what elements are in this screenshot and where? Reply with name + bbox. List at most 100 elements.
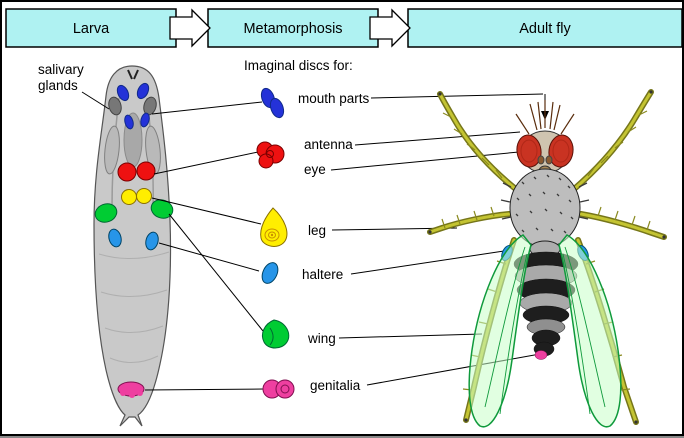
imaginal-disc-column [256,87,295,399]
mouth-parts-label: mouth parts [298,91,370,106]
stage-label-larva: Larva [73,21,110,37]
genitalia-disc-fold [280,384,290,394]
larva-disc-leg-yellow [121,188,152,205]
mouth-parts-disc-icon [260,87,285,119]
fly-eye-facets [552,139,570,163]
connector-eye-to-fly [330,151,520,171]
imaginal-discs-heading: Imaginal discs for: [244,58,353,73]
leg-disc-whorl [264,228,280,242]
fly-thorax [509,168,581,248]
fly-leg-claw [428,230,432,234]
wing-disc-icon [261,319,290,349]
wing-label: wing [307,331,336,346]
haltere-label: haltere [302,267,343,282]
fly-wing-right [558,234,622,428]
wing-disc-shape [261,319,290,349]
larva-cephalic-lobe-left [108,96,122,116]
connector-larva-to-wing-disc [168,213,264,332]
haltere-disc-icon [261,262,279,284]
larva-genital-disc [137,390,143,396]
larva-red-disc [117,162,137,182]
connector-haltere-to-fly [350,250,505,275]
larva-yellow-disc [121,189,137,205]
larva-disc-mouth-antenna-eye [116,82,150,130]
salivary-glands-label-line1: salivary [38,62,84,77]
larva-green-disc [150,199,174,219]
wing-disc-fold [269,327,274,346]
eye-antenna-disc-fold [266,150,274,158]
genitalia-disc-shape [275,379,295,399]
header-stage-larva [5,8,177,48]
larva-red-disc [136,161,156,181]
header-stage-adult-fly [407,8,683,48]
larva-blue-disc [136,82,150,100]
fly-wings [468,234,622,428]
fly-leg-mid-right [579,212,666,239]
genitalia-label: genitalia [310,378,361,393]
fly-eye-facets [520,139,538,163]
connector-larva-to-genital-disc [144,388,265,391]
leg-disc-shape [260,207,288,247]
connector-antenna-to-fly [354,131,521,146]
larva-disc-eye-antenna-red [117,161,156,182]
fly-genitalia [534,350,548,360]
larva-segment-lines [98,251,170,363]
salivary-glands-label-line2: glands [38,78,78,93]
fly-wing-left [468,234,532,428]
fly-leg-mid-left [428,212,511,234]
eye-antenna-disc-icon [256,141,285,169]
larva-genital-disc [120,390,126,396]
eye-label: eye [304,162,326,177]
header-banner: Larva Metamorphosis Adult fly [5,8,683,48]
eye-antenna-disc-shape [258,153,274,169]
connector-genitalia-to-fly [366,353,541,386]
fly-antenna-bristles [515,100,575,135]
fly-illustration [427,89,667,428]
leg-disc-icon [260,207,288,247]
connector-larva-to-haltere-disc [158,242,260,272]
fly-leg-front-left [438,92,519,192]
connector-larva-to-leg-disc [151,197,262,225]
larva-yellow-disc [136,188,152,204]
fly-leg-claw [662,235,666,239]
mouth-parts-disc-shape [269,97,285,119]
fly-thorax-bristles [500,174,590,234]
larva-blue-disc [140,112,150,128]
leg-disc-whorl [268,231,276,239]
fly-leg-claw [464,418,468,422]
genitalia-disc-icon [262,379,295,399]
larva-disc-wing-green [94,199,174,223]
flow-arrow-icon [169,8,211,48]
fly-leg-front-left [437,91,520,193]
fly-leg-claw [438,92,442,96]
fly-leg-front-right [571,90,653,192]
larva-disc-genital-magenta [117,381,145,398]
antenna-label: antenna [304,137,353,152]
connector-wing-to-fly [338,333,483,339]
fly-leg-claw [634,420,638,424]
fly-antenna-base [537,155,545,165]
stage-label-adult-fly: Adult fly [519,21,571,37]
fly-wing-veins-left [484,246,528,415]
header-stage-metamorphosis [207,8,379,48]
stage-label-metamorphosis: Metamorphosis [243,21,342,37]
salivary-gland-left [104,125,120,175]
leg-disc-whorl [270,233,274,237]
larva-blue-disc [116,84,130,102]
connector-larva-to-eye-antenna-disc [153,151,259,175]
leg-label: leg [308,223,326,238]
larva-illustration [93,65,174,427]
fly-leg-front-right [570,89,654,193]
annotation-labels: salivary glands Imaginal discs for: mout… [38,58,370,393]
flow-arrow-icon [369,8,411,48]
larva-genital-disc [129,392,135,398]
fly-wing-veins-right [562,246,606,415]
larva-haltere-disc [145,231,159,251]
larva-disc-haltere-cyan [108,228,159,251]
fly-antenna-base [545,155,553,165]
connector-mouthparts-to-fly [370,93,544,99]
larva-haltere-disc [108,228,122,248]
larva-mouth-hooks [127,69,139,80]
